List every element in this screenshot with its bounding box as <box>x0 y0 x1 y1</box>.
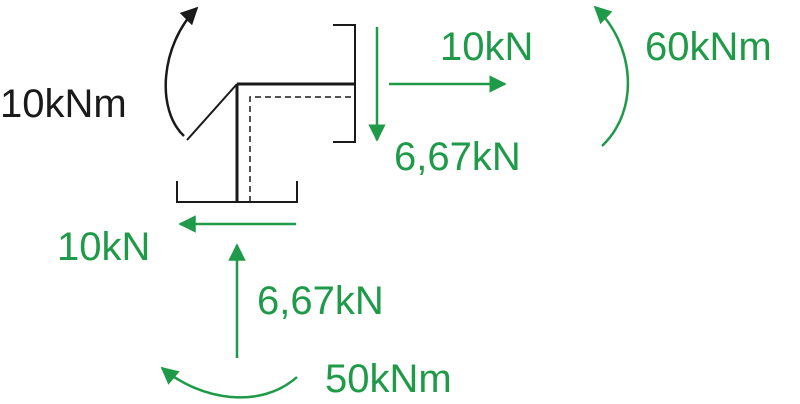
right-section-bracket <box>333 24 356 143</box>
bottom-vertical-force-label: 6,67kN <box>257 279 384 323</box>
right-moment-arrow <box>593 5 630 147</box>
bottom-moment-label: 50kNm <box>325 357 452 401</box>
right-vertical-force-label: 6,67kN <box>394 135 521 179</box>
applied-moment-lever <box>186 83 238 141</box>
applied-moment-label: 10kNm <box>0 82 127 126</box>
right-moment-label: 60kNm <box>645 25 772 69</box>
bottom-section-bracket <box>176 181 298 203</box>
applied-moment-arrow <box>164 6 199 137</box>
bottom-horizontal-force-label: 10kN <box>57 225 150 269</box>
right-horizontal-force-label: 10kN <box>440 25 533 69</box>
bottom-moment-arrow <box>160 366 298 399</box>
frame-structure <box>176 24 356 203</box>
dashed-fiber-line <box>249 96 352 202</box>
